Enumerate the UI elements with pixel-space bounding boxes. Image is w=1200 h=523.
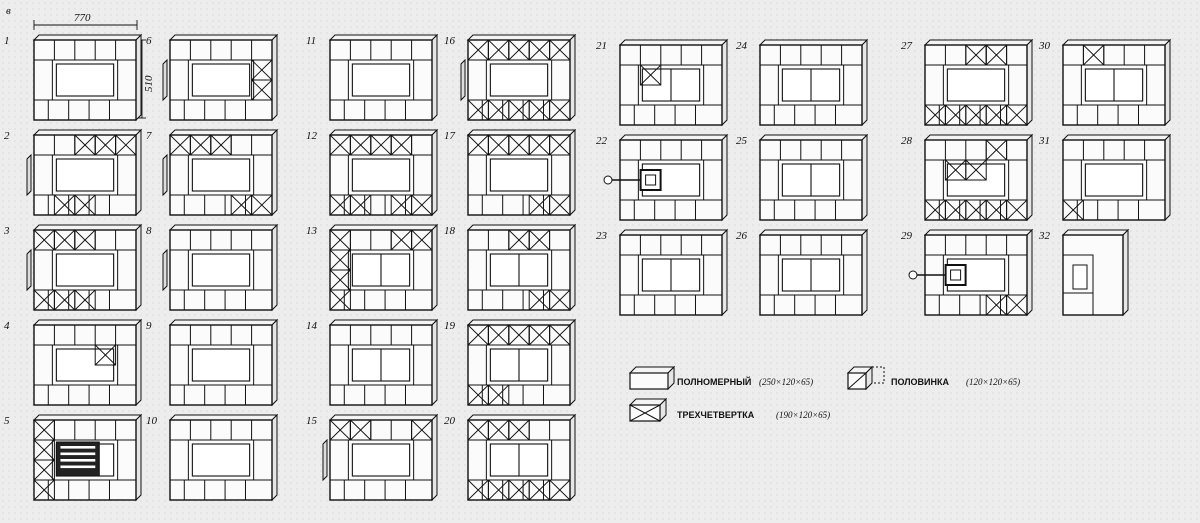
course-6: 6 (146, 33, 279, 122)
course-number-1: 1 (4, 35, 10, 47)
course-12: 12 (306, 128, 439, 217)
course-11: 11 (306, 33, 439, 122)
legend-half-brick-icon (846, 365, 885, 391)
course-4: 4 (4, 318, 143, 407)
dimension-depth: 510 (138, 39, 155, 119)
legend-three-quarter-label: ТРЕХЧЕТВЕРТКА (677, 410, 755, 420)
legend-three-quarter-brick-icon (628, 397, 668, 423)
course-22: 22 (596, 133, 729, 222)
course-number-10: 10 (146, 415, 158, 427)
course-number-12: 12 (306, 130, 318, 142)
course-number-21: 21 (596, 40, 607, 52)
course-1: 1 (4, 33, 143, 122)
course-number-15: 15 (306, 415, 318, 427)
course-number-24: 24 (736, 40, 748, 52)
course-number-28: 28 (901, 135, 913, 147)
course-number-32: 32 (1038, 230, 1051, 242)
legend-half-label: ПОЛОВИНКА (891, 377, 950, 387)
course-number-30: 30 (1038, 40, 1051, 52)
course-21: 21 (596, 38, 729, 127)
course-number-7: 7 (146, 130, 152, 142)
course-23: 23 (596, 228, 729, 317)
course-number-27: 27 (901, 40, 913, 52)
dimension-width-label: 770 (74, 12, 91, 24)
course-number-8: 8 (146, 225, 152, 237)
course-number-19: 19 (444, 320, 456, 332)
legend-half-size: (120×120×65) (966, 377, 1020, 387)
course-number-29: 29 (901, 230, 913, 242)
course-number-20: 20 (444, 415, 456, 427)
course-number-22: 22 (596, 135, 608, 147)
course-number-25: 25 (736, 135, 748, 147)
course-number-5: 5 (4, 415, 10, 427)
course-27: 27 (901, 38, 1034, 127)
course-2: 2 (4, 128, 143, 217)
course-10: 10 (146, 413, 279, 502)
legend-full-label: ПОЛНОМЕРНЫЙ (677, 376, 751, 387)
courses-group: 1234567891011121314151617181920212223242… (3, 33, 1172, 502)
course-number-16: 16 (444, 35, 456, 47)
course-number-14: 14 (306, 320, 318, 332)
course-19: 19 (444, 318, 577, 407)
course-7: 7 (146, 128, 279, 217)
course-number-4: 4 (4, 320, 10, 332)
course-15: 15 (306, 413, 439, 502)
course-number-23: 23 (596, 230, 608, 242)
course-number-9: 9 (146, 320, 152, 332)
course-number-6: 6 (146, 35, 152, 47)
course-29: 29 (901, 228, 1034, 317)
course-32: 32 (1038, 228, 1130, 317)
course-26: 26 (736, 228, 869, 317)
course-number-2: 2 (4, 130, 10, 142)
course-5: 5 (4, 413, 143, 502)
legend: ПОЛНОМЕРНЫЙ (250×120×65) ПОЛОВИНКА (120×120… (628, 365, 1020, 423)
course-20: 20 (444, 413, 577, 502)
dimension-depth-label: 510 (143, 75, 155, 92)
course-number-11: 11 (306, 35, 316, 47)
course-number-17: 17 (444, 130, 456, 142)
course-number-18: 18 (444, 225, 456, 237)
course-17: 17 (444, 128, 577, 217)
course-14: 14 (306, 318, 439, 407)
course-18: 18 (444, 223, 577, 312)
course-number-13: 13 (306, 225, 318, 237)
legend-three-quarter-size: (190×120×65) (776, 410, 830, 420)
legend-full-size: (250×120×65) (759, 377, 813, 387)
course-31: 31 (1038, 133, 1172, 222)
course-30: 30 (1038, 38, 1172, 127)
course-28: 28 (901, 133, 1034, 222)
course-13: 13 (306, 223, 439, 312)
header-label: в (6, 5, 11, 17)
course-9: 9 (146, 318, 279, 407)
course-16: 16 (444, 33, 577, 122)
course-25: 25 (736, 133, 869, 222)
course-number-26: 26 (736, 230, 748, 242)
dimension-width: 770 (33, 12, 138, 30)
course-8: 8 (146, 223, 279, 312)
course-number-3: 3 (3, 225, 10, 237)
legend-full-brick-icon (628, 365, 676, 391)
course-3: 3 (3, 223, 143, 312)
course-24: 24 (736, 38, 869, 127)
course-number-31: 31 (1038, 135, 1050, 147)
